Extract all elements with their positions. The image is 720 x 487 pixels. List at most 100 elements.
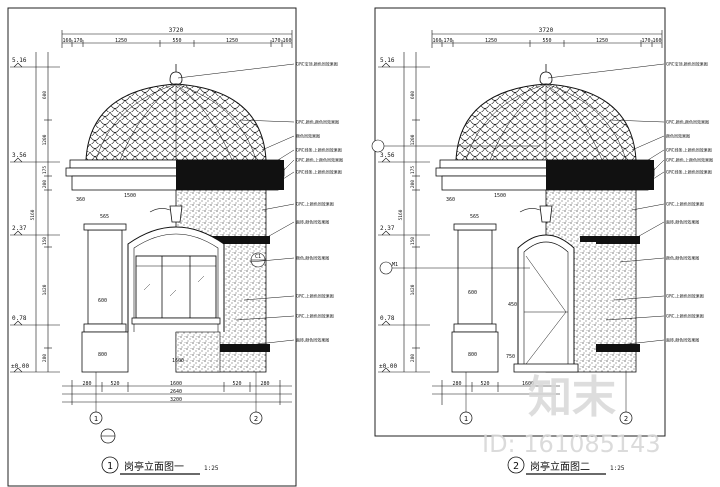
callout-label: 颜色,颜色同效果图 bbox=[666, 255, 699, 261]
callout-leader bbox=[631, 203, 665, 211]
wall-band-dark bbox=[176, 236, 270, 244]
callout-leader bbox=[605, 315, 665, 321]
axis-label: 2 bbox=[624, 415, 628, 423]
callout-label: 颜色,颜色同效果图 bbox=[296, 255, 329, 261]
axis-label: 2 bbox=[254, 415, 258, 423]
callout-leader bbox=[235, 315, 295, 321]
vertical-dim: 1420 bbox=[42, 284, 48, 295]
callout-label: GRC宝顶,颜色同效果图 bbox=[666, 61, 708, 67]
window bbox=[135, 255, 217, 319]
keystone bbox=[169, 205, 183, 223]
callout-leader bbox=[249, 257, 295, 263]
callout-leader bbox=[645, 159, 665, 179]
vertical-dim: 175 bbox=[42, 166, 48, 174]
dim-label: 750 bbox=[506, 354, 515, 360]
level-label: 3.56 bbox=[12, 152, 27, 159]
callout-label: 面砖,颜色同效果图 bbox=[296, 219, 329, 225]
callout-leader bbox=[641, 171, 665, 187]
top-dim: 160 bbox=[282, 38, 291, 44]
drawing-title: 岗亭立面图二 bbox=[530, 460, 590, 473]
dim-label: 800 bbox=[98, 352, 107, 358]
vertical-dim: 280 bbox=[42, 354, 48, 362]
callout-leader bbox=[631, 221, 665, 241]
callout-label: 颜色同效果图 bbox=[666, 133, 690, 139]
dim-label: 1500 bbox=[494, 193, 506, 199]
bottom-dim: 520 bbox=[480, 381, 489, 387]
callout-label: 颜色同效果图 bbox=[296, 133, 320, 139]
top-dim: 170 bbox=[641, 38, 650, 44]
dim-label: 600 bbox=[468, 290, 477, 296]
column bbox=[87, 229, 123, 325]
top-dim: 1250 bbox=[596, 38, 608, 44]
level-label: 3.56 bbox=[380, 152, 395, 159]
vertical-dim: 175 bbox=[410, 166, 416, 174]
level-label: 2.37 bbox=[12, 225, 27, 232]
dim-label: 600 bbox=[98, 298, 107, 304]
drawing-title: 岗亭立面图一 bbox=[124, 460, 184, 473]
callout-label: GRC线条,上颜色同效果图 bbox=[296, 147, 342, 153]
level-label: ±0.00 bbox=[11, 363, 29, 370]
top-dim: 160 bbox=[432, 38, 441, 44]
callout-label: GRC,颜色,上颜色同效果图 bbox=[666, 157, 713, 163]
vertical-dim: 1200 bbox=[410, 134, 416, 145]
shaded-cornice bbox=[546, 160, 654, 190]
vertical-dim: 600 bbox=[410, 91, 416, 99]
callout-label: GRC,颜色,颜色同效果图 bbox=[296, 119, 339, 125]
dim-label: 800 bbox=[468, 352, 477, 358]
vertical-dim: 150 bbox=[410, 237, 416, 245]
vertical-dim: 1420 bbox=[410, 284, 416, 295]
level-label: 0.78 bbox=[380, 315, 395, 322]
dome-finial bbox=[169, 71, 183, 86]
vertical-dim: 200 bbox=[42, 180, 48, 188]
top-dim: 550 bbox=[172, 38, 181, 44]
dome-finial bbox=[539, 71, 553, 86]
vertical-dim: 280 bbox=[410, 354, 416, 362]
vertical-dim: 600 bbox=[42, 91, 48, 99]
callout-leader bbox=[243, 295, 295, 301]
wall-band-dark bbox=[596, 236, 640, 244]
callout-leader bbox=[275, 159, 295, 179]
dim-label: 1500 bbox=[124, 193, 136, 199]
callout-leader bbox=[609, 339, 665, 347]
callout-label: 面砖,颜色同效果图 bbox=[666, 219, 699, 225]
section-mark: C1 bbox=[255, 254, 261, 260]
callout-leader bbox=[239, 339, 295, 347]
top-dim: 160 bbox=[652, 38, 661, 44]
bottom-dim: 280 bbox=[82, 381, 91, 387]
elevation-drawing-1: 3720 160 170 1250 550 1250 170 160 5.16 … bbox=[7, 7, 343, 487]
top-dim: 160 bbox=[62, 38, 71, 44]
vertical-dim: 1200 bbox=[42, 134, 48, 145]
axis-label: 1 bbox=[464, 415, 468, 423]
callout-leader bbox=[261, 203, 295, 211]
callout-leader bbox=[639, 149, 665, 166]
bottom-total: 3200 bbox=[170, 397, 182, 403]
dim-label: 565 bbox=[100, 214, 109, 220]
level-label: 2.37 bbox=[380, 225, 395, 232]
watermark-id: ID: 161085143 bbox=[482, 430, 661, 458]
watermark: 知末 ID: 161085143 bbox=[482, 372, 661, 458]
callout-label: GRC,上颜色同效果图 bbox=[666, 293, 704, 299]
bottom-dim: 280 bbox=[260, 381, 269, 387]
callout-label: GRC,上颜色同效果图 bbox=[296, 201, 334, 207]
shaded-cornice bbox=[176, 160, 284, 190]
dim-label: 450 bbox=[508, 302, 517, 308]
axis-label: 1 bbox=[94, 415, 98, 423]
callout-label: 面砖,颜色同效果图 bbox=[296, 337, 329, 343]
top-dim: 1250 bbox=[485, 38, 497, 44]
level-label: ±0.00 bbox=[379, 363, 397, 370]
level-label: 5.16 bbox=[12, 57, 27, 64]
callout-label: GRC线条,上颜色同效果图 bbox=[666, 169, 712, 175]
top-dim: 1250 bbox=[226, 38, 238, 44]
vertical-dim: 5160 bbox=[30, 209, 36, 220]
drawing-frame bbox=[374, 7, 666, 437]
callout-leader bbox=[619, 257, 665, 263]
column bbox=[457, 229, 493, 325]
callout-leader bbox=[269, 149, 295, 166]
dim-label: 1600 bbox=[172, 358, 184, 364]
vertical-dim: 5160 bbox=[398, 209, 404, 220]
level-label: 5.16 bbox=[380, 57, 395, 64]
callout-leader bbox=[177, 63, 295, 79]
overall-width-dimension: 3720 bbox=[539, 27, 554, 34]
vertical-dim: 150 bbox=[42, 237, 48, 245]
